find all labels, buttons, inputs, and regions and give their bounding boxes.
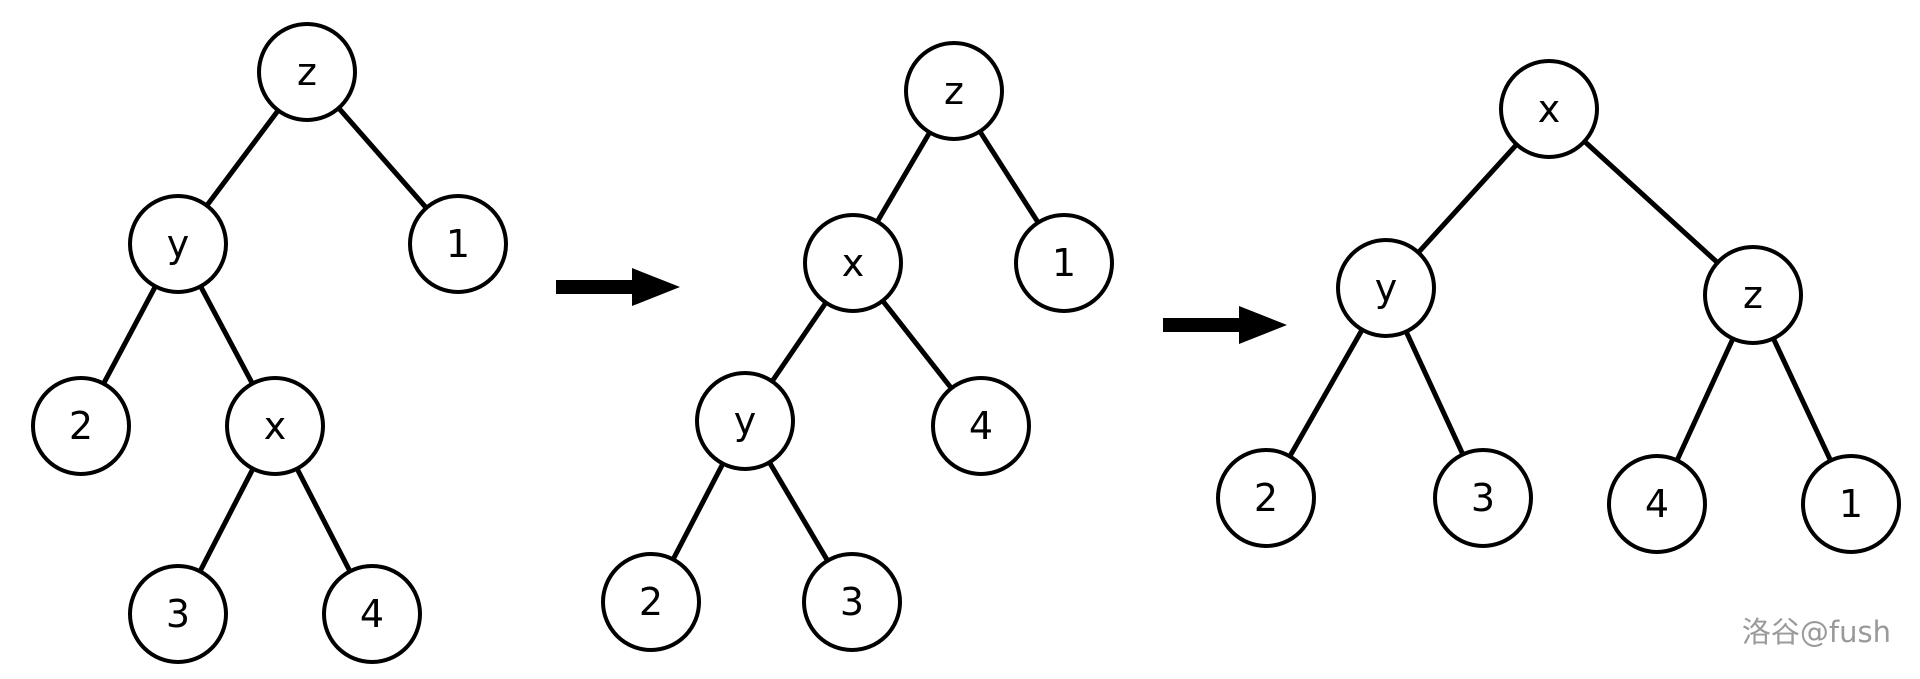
node-label: z bbox=[944, 69, 964, 113]
tree-2-edge-y-n3 bbox=[766, 459, 831, 564]
tree-3-node-4: 4 bbox=[1607, 454, 1707, 554]
node-label: 4 bbox=[1645, 482, 1669, 526]
tree-2-node-y: y bbox=[695, 371, 795, 471]
tree-2-node-1: 1 bbox=[1014, 213, 1114, 313]
node-label: 3 bbox=[166, 592, 190, 636]
node-circle bbox=[322, 564, 422, 664]
node-label: y bbox=[734, 399, 757, 443]
node-circle bbox=[601, 552, 701, 652]
tree-1-node-1: 1 bbox=[408, 194, 508, 294]
edges-layer bbox=[101, 105, 1834, 574]
node-circle bbox=[31, 376, 131, 476]
tree-3-node-y: y bbox=[1336, 238, 1436, 338]
arrows-layer bbox=[556, 268, 1287, 344]
tree-1-edge-y-x bbox=[198, 283, 255, 387]
tree-1-node-2: 2 bbox=[31, 376, 131, 476]
rotation-arrow-1 bbox=[556, 268, 680, 306]
node-circle bbox=[695, 371, 795, 471]
node-circle bbox=[1336, 238, 1436, 338]
node-label: 1 bbox=[1839, 482, 1863, 526]
node-circle bbox=[802, 552, 902, 652]
node-circle bbox=[1014, 213, 1114, 313]
node-circle bbox=[1433, 448, 1533, 548]
tree-3-edge-x-z bbox=[1581, 138, 1721, 266]
node-circle bbox=[1801, 454, 1901, 554]
tree-2-edge-z-n1 bbox=[977, 128, 1041, 226]
tree-2-edge-x-n4 bbox=[880, 298, 954, 391]
node-label: 4 bbox=[969, 404, 993, 448]
tree-1-edge-y-n2 bbox=[101, 283, 158, 387]
rotation-arrow-2 bbox=[1163, 306, 1287, 344]
node-label: 3 bbox=[840, 580, 864, 624]
tree-2-node-3: 3 bbox=[802, 552, 902, 652]
tree-3-edge-y-n2 bbox=[1287, 327, 1365, 459]
node-circle bbox=[408, 194, 508, 294]
tree-1-node-x: x bbox=[225, 376, 325, 476]
node-circle bbox=[1607, 454, 1707, 554]
tree-3-edge-y-n3 bbox=[1403, 329, 1466, 457]
node-label: x bbox=[1538, 87, 1561, 131]
tree-3-node-3: 3 bbox=[1433, 448, 1533, 548]
node-circle bbox=[1499, 59, 1599, 159]
node-circle bbox=[128, 564, 228, 664]
tree-2-node-z: z bbox=[904, 41, 1004, 141]
node-circle bbox=[1216, 448, 1316, 548]
tree-1-node-z: z bbox=[257, 22, 357, 122]
tree-3-edge-x-y bbox=[1415, 141, 1520, 256]
tree-1-edge-x-n3 bbox=[197, 466, 256, 574]
node-circle bbox=[225, 376, 325, 476]
tree-3-edge-z-n4 bbox=[1674, 336, 1736, 463]
node-label: 1 bbox=[446, 222, 470, 266]
node-label: 4 bbox=[360, 592, 384, 636]
node-label: 2 bbox=[1254, 476, 1278, 520]
node-label: 1 bbox=[1052, 241, 1076, 285]
tree-2-node-4: 4 bbox=[931, 376, 1031, 476]
node-label: 2 bbox=[639, 580, 663, 624]
node-circle bbox=[1703, 245, 1803, 345]
node-label: x bbox=[842, 241, 865, 285]
watermark: 洛谷@fush bbox=[1742, 615, 1891, 649]
tree-1-edge-z-y bbox=[204, 107, 281, 209]
node-circle bbox=[128, 194, 228, 294]
node-label: x bbox=[264, 404, 287, 448]
tree-3-node-z: z bbox=[1703, 245, 1803, 345]
node-circle bbox=[803, 213, 903, 313]
tree-1-edge-z-n1 bbox=[336, 105, 429, 211]
node-label: y bbox=[167, 222, 190, 266]
node-label: y bbox=[1375, 266, 1398, 310]
tree-3-edge-z-n1 bbox=[1770, 335, 1834, 464]
node-label: z bbox=[1743, 273, 1763, 317]
node-label: 3 bbox=[1471, 476, 1495, 520]
node-label: 2 bbox=[69, 404, 93, 448]
tree-1-edge-x-n4 bbox=[294, 466, 353, 574]
tree-1-node-y: y bbox=[128, 194, 228, 294]
tree-1-node-4: 4 bbox=[322, 564, 422, 664]
tree-2-edge-x-y bbox=[769, 300, 829, 384]
tree-3-node-2: 2 bbox=[1216, 448, 1316, 548]
tree-2-node-2: 2 bbox=[601, 552, 701, 652]
tree-3-node-1: 1 bbox=[1801, 454, 1901, 554]
tree-2-edge-z-x bbox=[874, 129, 933, 225]
tree-1-node-3: 3 bbox=[128, 564, 228, 664]
tree-2-edge-y-n2 bbox=[670, 461, 726, 562]
node-circle bbox=[931, 376, 1031, 476]
nodes-layer: z y 1 2 x 3 4 z x 1 y 4 2 3 x y z 2 3 4 1 bbox=[31, 22, 1901, 664]
node-circle bbox=[904, 41, 1004, 141]
tree-2-node-x: x bbox=[803, 213, 903, 313]
tree-3-node-x: x bbox=[1499, 59, 1599, 159]
node-circle bbox=[257, 22, 357, 122]
node-label: z bbox=[297, 50, 317, 94]
